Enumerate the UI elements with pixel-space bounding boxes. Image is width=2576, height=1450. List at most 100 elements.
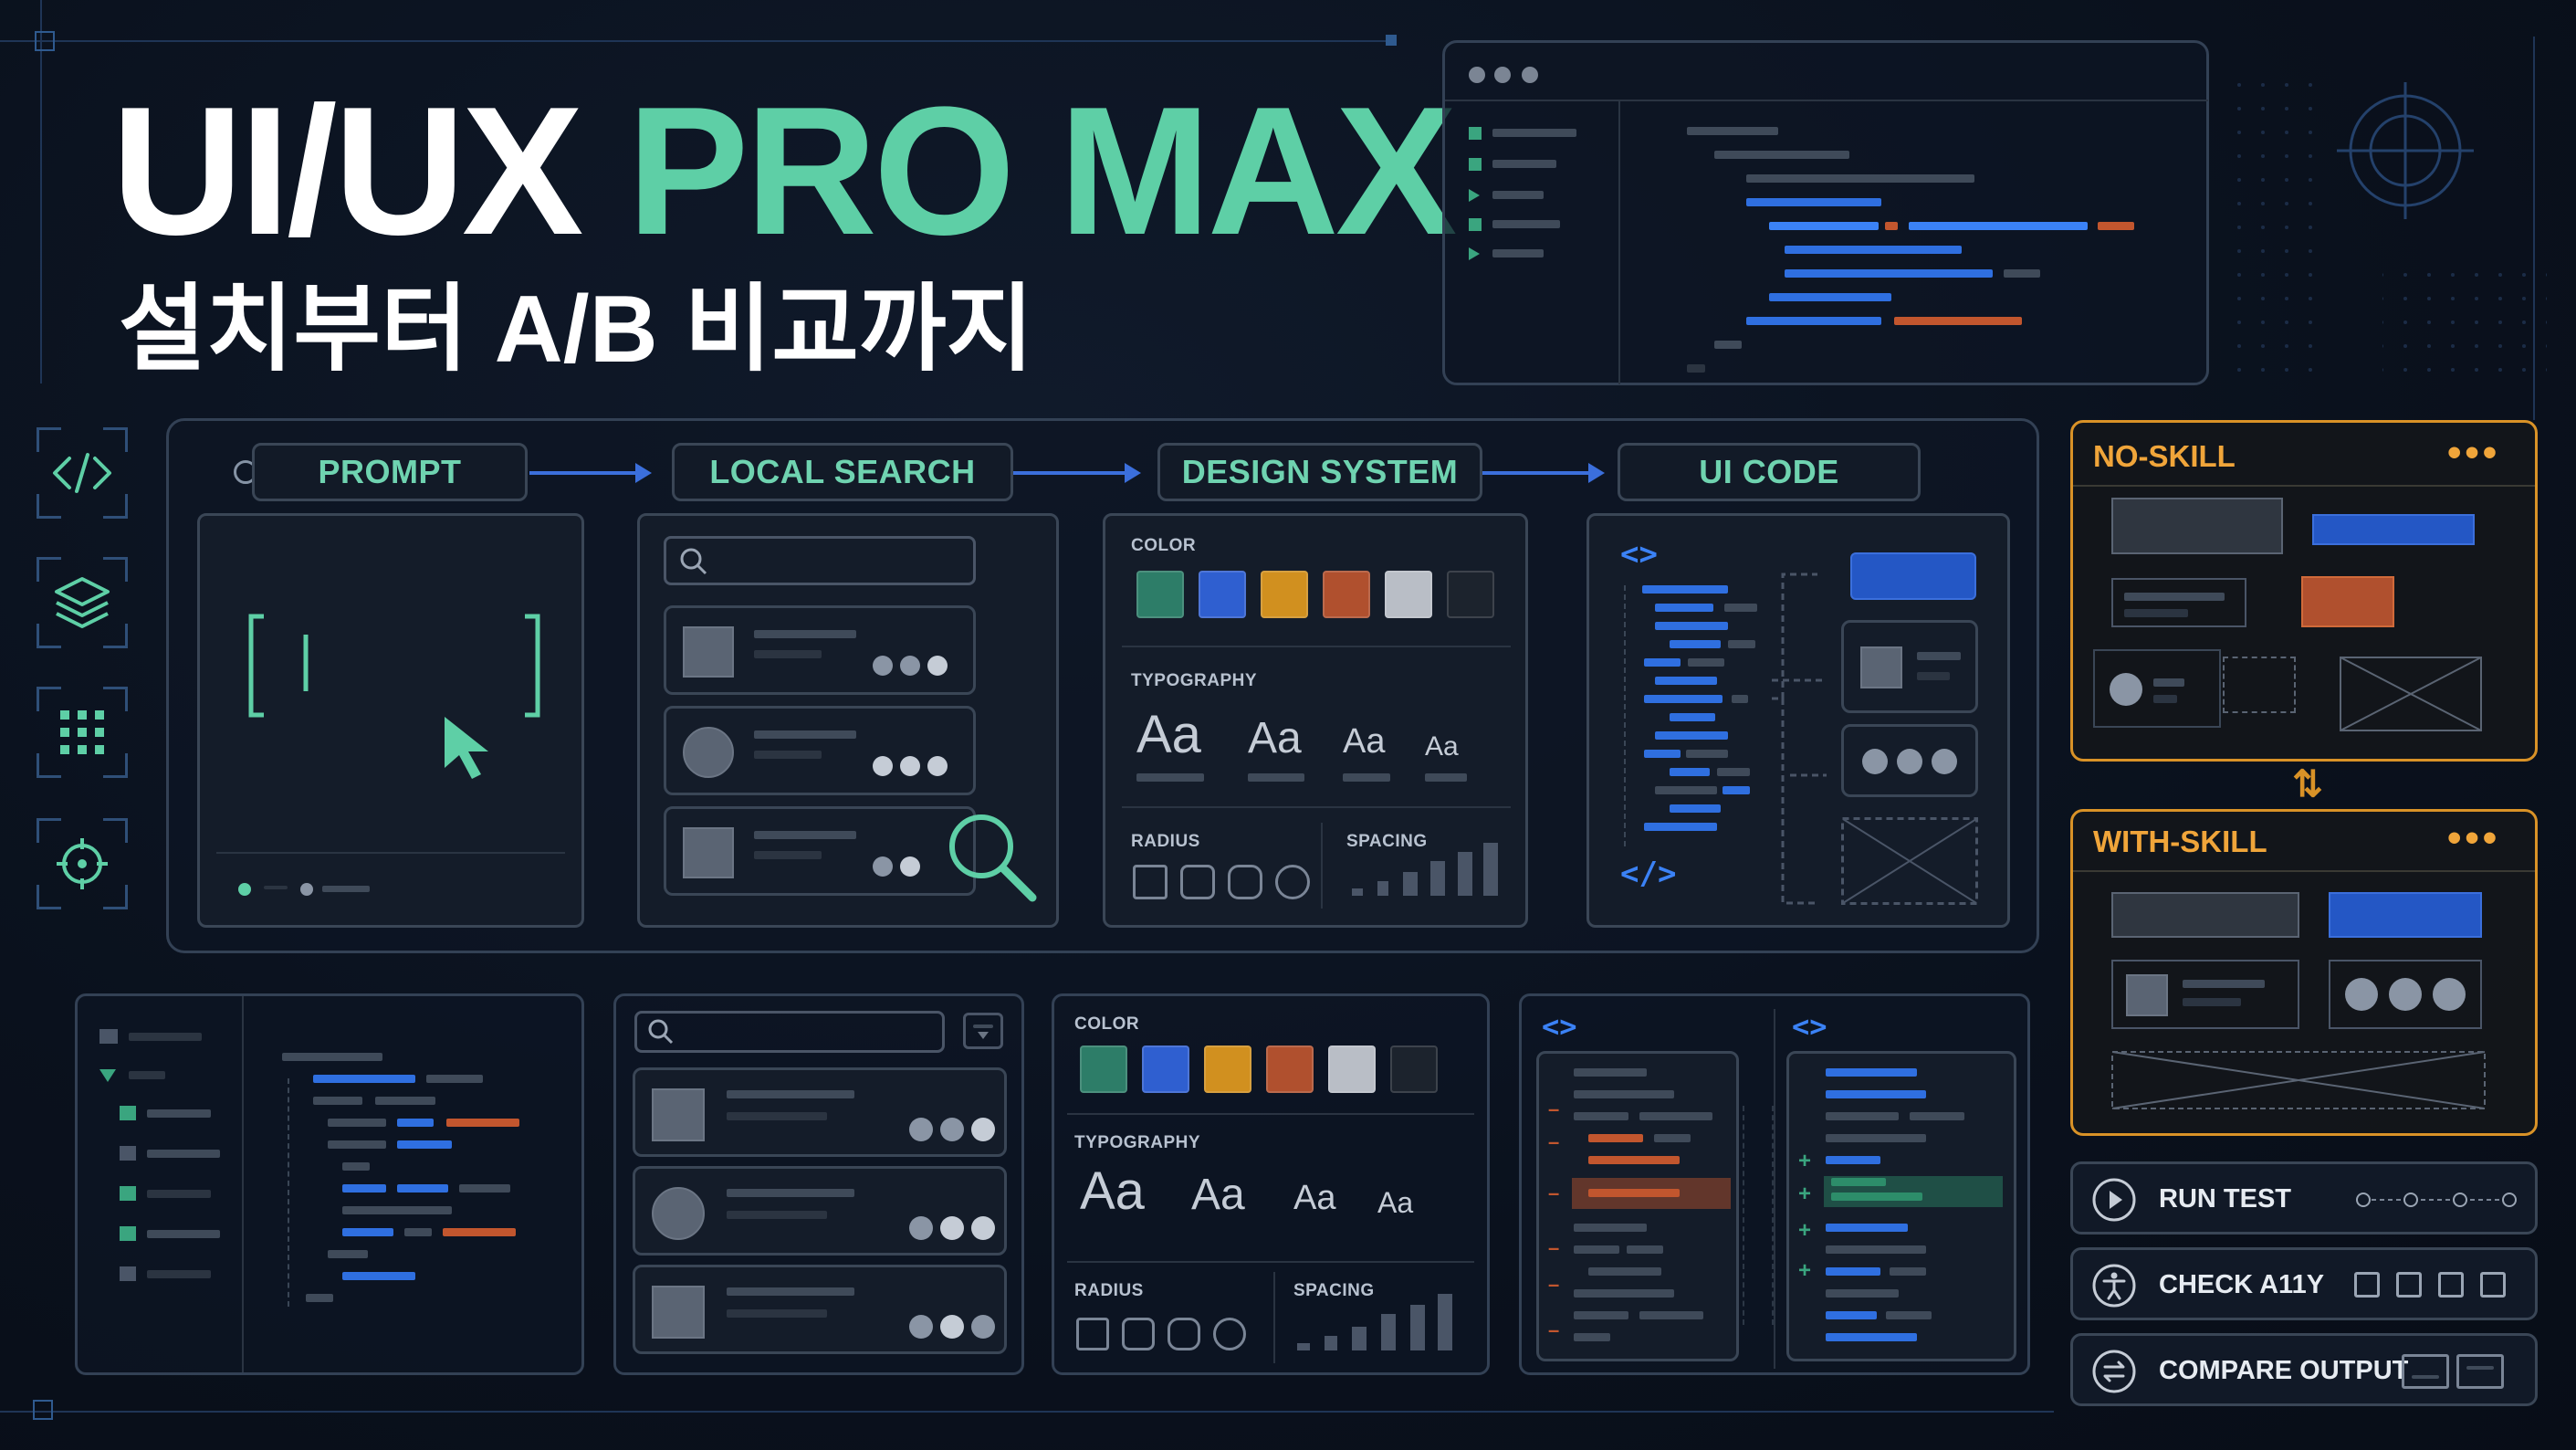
list-item[interactable] [633,1067,1007,1157]
search-icon [680,548,707,575]
stage-local-search[interactable]: LOCAL SEARCH [672,443,1013,501]
no-skill-panel: NO-SKILL ••• [2070,420,2538,762]
output-window-icon [2456,1354,2504,1389]
image-placeholder-icon [2111,1051,2486,1109]
radius-label: RADIUS [1131,832,1200,851]
radius-label: RADIUS [1074,1281,1144,1300]
type-sample-xl: Aa [1080,1161,1145,1221]
diff-before: – – – – – – [1536,1051,1739,1361]
color-swatch[interactable] [1323,571,1370,618]
design-tokens-panel: COLOR TYPOGRAPHY Aa Aa Aa Aa RADIUS SPAC… [1052,993,1490,1375]
filter-icon[interactable] [963,1013,1003,1049]
file-explorer-panel [75,993,584,1375]
type-sample-xl: Aa [1136,705,1201,764]
frame-line-bottom [0,1411,2054,1413]
window-dot [1522,67,1538,83]
spacing-label: SPACING [1346,832,1428,851]
type-sample-sm: Aa [1425,731,1459,762]
prompt-card [197,513,584,928]
stage-prompt[interactable]: PROMPT [252,443,528,501]
image-placeholder-icon [2340,657,2482,731]
stage-ui-code[interactable]: UI CODE [1618,443,1921,501]
more-dots-icon[interactable]: ••• [2447,815,2501,860]
window-dot [1469,67,1485,83]
crosshair-icon[interactable] [37,818,128,909]
run-test-button[interactable]: RUN TEST [2070,1161,2538,1235]
checkbox-icon [2396,1272,2422,1298]
code-open-tag: <> [1792,1009,1827,1044]
list-item[interactable] [633,1166,1007,1256]
code-open-tag: <> [1620,536,1658,573]
arrow-icon [529,463,652,483]
color-swatch[interactable] [1142,1045,1189,1093]
dot-grid-pattern [2236,82,2547,374]
main-title: UI/UX PRO MAX [111,69,1457,273]
color-swatch[interactable] [1447,571,1494,618]
output-window-icon [2402,1354,2449,1389]
type-sample-lg: Aa [1191,1171,1245,1219]
color-swatch[interactable] [1328,1045,1376,1093]
more-dots-icon[interactable]: ••• [2447,430,2501,475]
color-label: COLOR [1131,536,1197,555]
typography-label: TYPOGRAPHY [1131,671,1258,690]
connector-lines [1772,573,1827,905]
frame-corner-square [33,1400,53,1420]
type-sample-md: Aa [1343,722,1386,761]
color-swatch[interactable] [1266,1045,1314,1093]
frame-line-top [0,40,1397,42]
check-a11y-button[interactable]: CHECK A11Y [2070,1247,2538,1320]
diff-after: + + + + [1786,1051,2016,1361]
list-item[interactable] [633,1265,1007,1354]
arrow-icon [1482,463,1605,483]
color-swatch[interactable] [1261,571,1308,618]
progress-steps-icon [2356,1193,2517,1207]
no-skill-label: NO-SKILL [2093,439,2236,473]
typography-label: TYPOGRAPHY [1074,1133,1201,1152]
list-item[interactable] [664,605,976,695]
swap-vertical-icon[interactable]: ⇅ [2292,764,2323,804]
swap-icon [2092,1350,2136,1393]
checkbox-icon [2438,1272,2464,1298]
color-swatch[interactable] [1385,571,1432,618]
title-white-part: UI/UX [111,69,583,273]
color-swatch[interactable] [1080,1045,1127,1093]
frame-node [1386,35,1397,46]
run-test-label: RUN TEST [2159,1184,2291,1214]
list-item[interactable] [664,706,976,795]
type-sample-md: Aa [1293,1179,1336,1217]
ui-code-card: <> </> [1586,513,2010,928]
code-close-tag: </> [1620,856,1677,892]
with-skill-panel: WITH-SKILL ••• [2070,809,2538,1136]
list-item[interactable] [664,806,976,896]
spacing-label: SPACING [1293,1281,1375,1300]
diff-view-panel: <> <> – – – – – – [1519,993,2030,1375]
target-reticle-icon [2337,82,2474,219]
layers-icon[interactable] [37,557,128,648]
play-icon [2092,1178,2136,1222]
color-swatch[interactable] [1390,1045,1438,1093]
code-tag-icon[interactable] [37,427,128,519]
frame-corner-square [35,31,55,51]
search-input[interactable] [664,536,976,585]
check-a11y-label: CHECK A11Y [2159,1270,2325,1299]
compare-output-button[interactable]: COMPARE OUTPUT [2070,1333,2538,1406]
checkbox-icon [2354,1272,2380,1298]
frame-line-left [40,0,42,384]
color-swatch[interactable] [1136,571,1184,618]
search-input[interactable] [634,1011,945,1053]
frame-line-right [2533,37,2535,420]
grid-icon[interactable] [37,687,128,778]
local-search-card [637,513,1059,928]
color-swatch[interactable] [1199,571,1246,618]
text-cursor-frame [248,614,540,718]
color-swatch[interactable] [1204,1045,1251,1093]
color-label: COLOR [1074,1014,1140,1034]
code-editor-window [1442,40,2209,385]
title-green-part: PRO MAX [626,69,1457,273]
stage-design-system[interactable]: DESIGN SYSTEM [1157,443,1482,501]
magnifier-icon [949,814,1037,902]
checkbox-icon [2480,1272,2506,1298]
mouse-pointer-icon [445,717,488,779]
with-skill-label: WITH-SKILL [2093,825,2267,858]
